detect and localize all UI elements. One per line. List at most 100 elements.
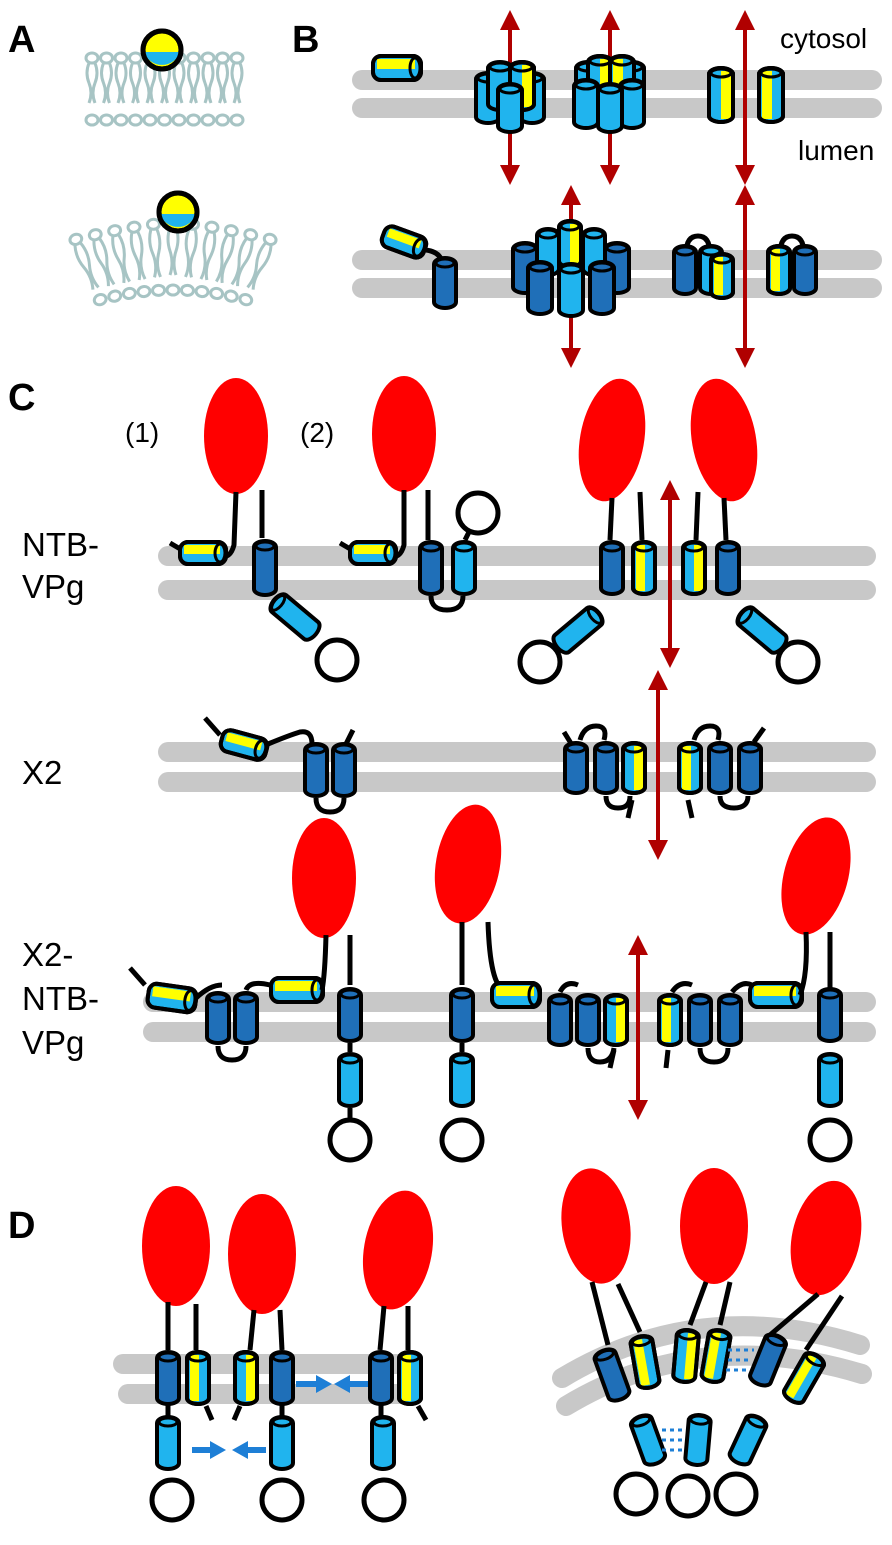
helix-icon (547, 993, 573, 1047)
helix-icon (603, 993, 629, 1047)
helix-icon (331, 742, 357, 798)
helix-icon (397, 1350, 423, 1406)
tilted-helix-icon (727, 1413, 769, 1467)
helix-icon (557, 262, 585, 318)
helix-icon (432, 256, 458, 310)
linker (485, 921, 506, 993)
amphipathic-helix-c1 (178, 540, 228, 566)
linker (243, 980, 271, 992)
helix-icon (233, 1350, 259, 1406)
helix-icon (303, 742, 329, 798)
vpg-loop-icon (807, 1117, 853, 1163)
helix-icon (707, 66, 735, 124)
helix-icon (252, 539, 278, 597)
linker (730, 981, 754, 994)
helix-icon (155, 1415, 181, 1471)
panel-b-letter: B (292, 19, 319, 61)
vpg-loop-icon (775, 639, 821, 685)
linker (215, 1045, 249, 1063)
tilted-helix-icon (683, 1413, 713, 1467)
ntb-domain-icon (434, 804, 502, 924)
helix-icon (599, 540, 625, 596)
ntb-domain-icon (372, 376, 436, 492)
linker (247, 1309, 257, 1351)
linker (589, 1281, 611, 1346)
helix-icon (672, 244, 698, 296)
amphipathic-helix-flat-icon (140, 28, 184, 72)
helix-icon (337, 987, 363, 1043)
linker (691, 723, 722, 741)
amphipathic-helix-x2ntb-3 (490, 981, 542, 1009)
membrane-c2-lower (158, 772, 876, 792)
helix-icon (592, 1347, 632, 1403)
ntb-domain-icon (690, 378, 758, 502)
helix-icon (628, 1334, 662, 1390)
amphipathic-helix-b1 (371, 54, 423, 82)
helix-icon (687, 993, 713, 1047)
linker (717, 1281, 733, 1326)
tilted-helix-icon (628, 1413, 668, 1467)
amphipathic-helix-x2ntb-4 (748, 981, 804, 1009)
linker (313, 797, 347, 815)
vpg-loop-icon (439, 1117, 485, 1163)
linker (607, 497, 615, 541)
linker (194, 982, 223, 1000)
interaction-dots-icon (662, 1348, 754, 1452)
helix-icon (368, 1350, 394, 1406)
helix-icon (727, 1413, 769, 1467)
row-x2ntb-label-2: NTB- (22, 980, 99, 1017)
linker (577, 723, 608, 741)
ntb-domain-icon (142, 1186, 210, 1306)
panel-d: D (8, 1168, 872, 1523)
helix-icon (588, 260, 616, 316)
tilted-helix-icon (748, 1332, 788, 1388)
tilted-helix-icon (268, 592, 322, 642)
helix-icon (717, 993, 743, 1047)
panel-c: C (1) (2) NTB- VPg X2 X2- NTB- VPg (8, 376, 876, 1163)
linker (693, 491, 701, 541)
amphipathic-helix-curved-icon (156, 190, 200, 234)
helix-icon (269, 1415, 295, 1471)
helix-icon (370, 1415, 396, 1471)
ntb-domain-icon (561, 1168, 631, 1284)
vpg-loop-icon (665, 1473, 711, 1519)
linker (721, 497, 729, 541)
tilted-helix-icon (671, 1328, 701, 1384)
ntb-domain-icon (578, 378, 646, 502)
helix-icon (628, 1413, 668, 1467)
vpg-loop-icon (259, 1477, 305, 1523)
helix-icon (683, 1413, 713, 1467)
amphipathic-helix-x2 (218, 728, 270, 762)
helix-icon (707, 741, 733, 795)
helix-icon (418, 540, 444, 596)
ntb-domain-icon (204, 378, 268, 494)
linker (637, 491, 645, 541)
linker (428, 595, 466, 613)
helix-icon (233, 991, 259, 1045)
tilted-helix-icon (628, 1334, 662, 1390)
linker (319, 934, 329, 991)
helix-icon (631, 540, 657, 596)
linker (717, 795, 751, 811)
vpg-loop-icon (517, 639, 563, 685)
helix-icon (748, 1332, 788, 1388)
helix-icon (715, 540, 741, 596)
helix-icon (268, 592, 322, 642)
helix-icon (677, 741, 703, 795)
helix-icon (766, 244, 792, 296)
helix-icon (817, 1052, 843, 1108)
linker (797, 931, 809, 996)
helix-icon (451, 540, 477, 596)
helix-icon (671, 1328, 701, 1384)
panel-b: B cytosol lumen (292, 9, 882, 368)
helix-icon (757, 66, 785, 124)
variant-2-label: (2) (300, 417, 334, 448)
helix-icon (526, 260, 554, 316)
panel-c-letter: C (8, 377, 35, 419)
helix-icon (782, 1351, 826, 1405)
helix-icon (593, 741, 619, 795)
helix-icon (572, 78, 600, 130)
vpg-loop-icon (713, 1471, 759, 1517)
linker (803, 1294, 845, 1352)
interaction-arrow-icon (296, 1375, 332, 1393)
